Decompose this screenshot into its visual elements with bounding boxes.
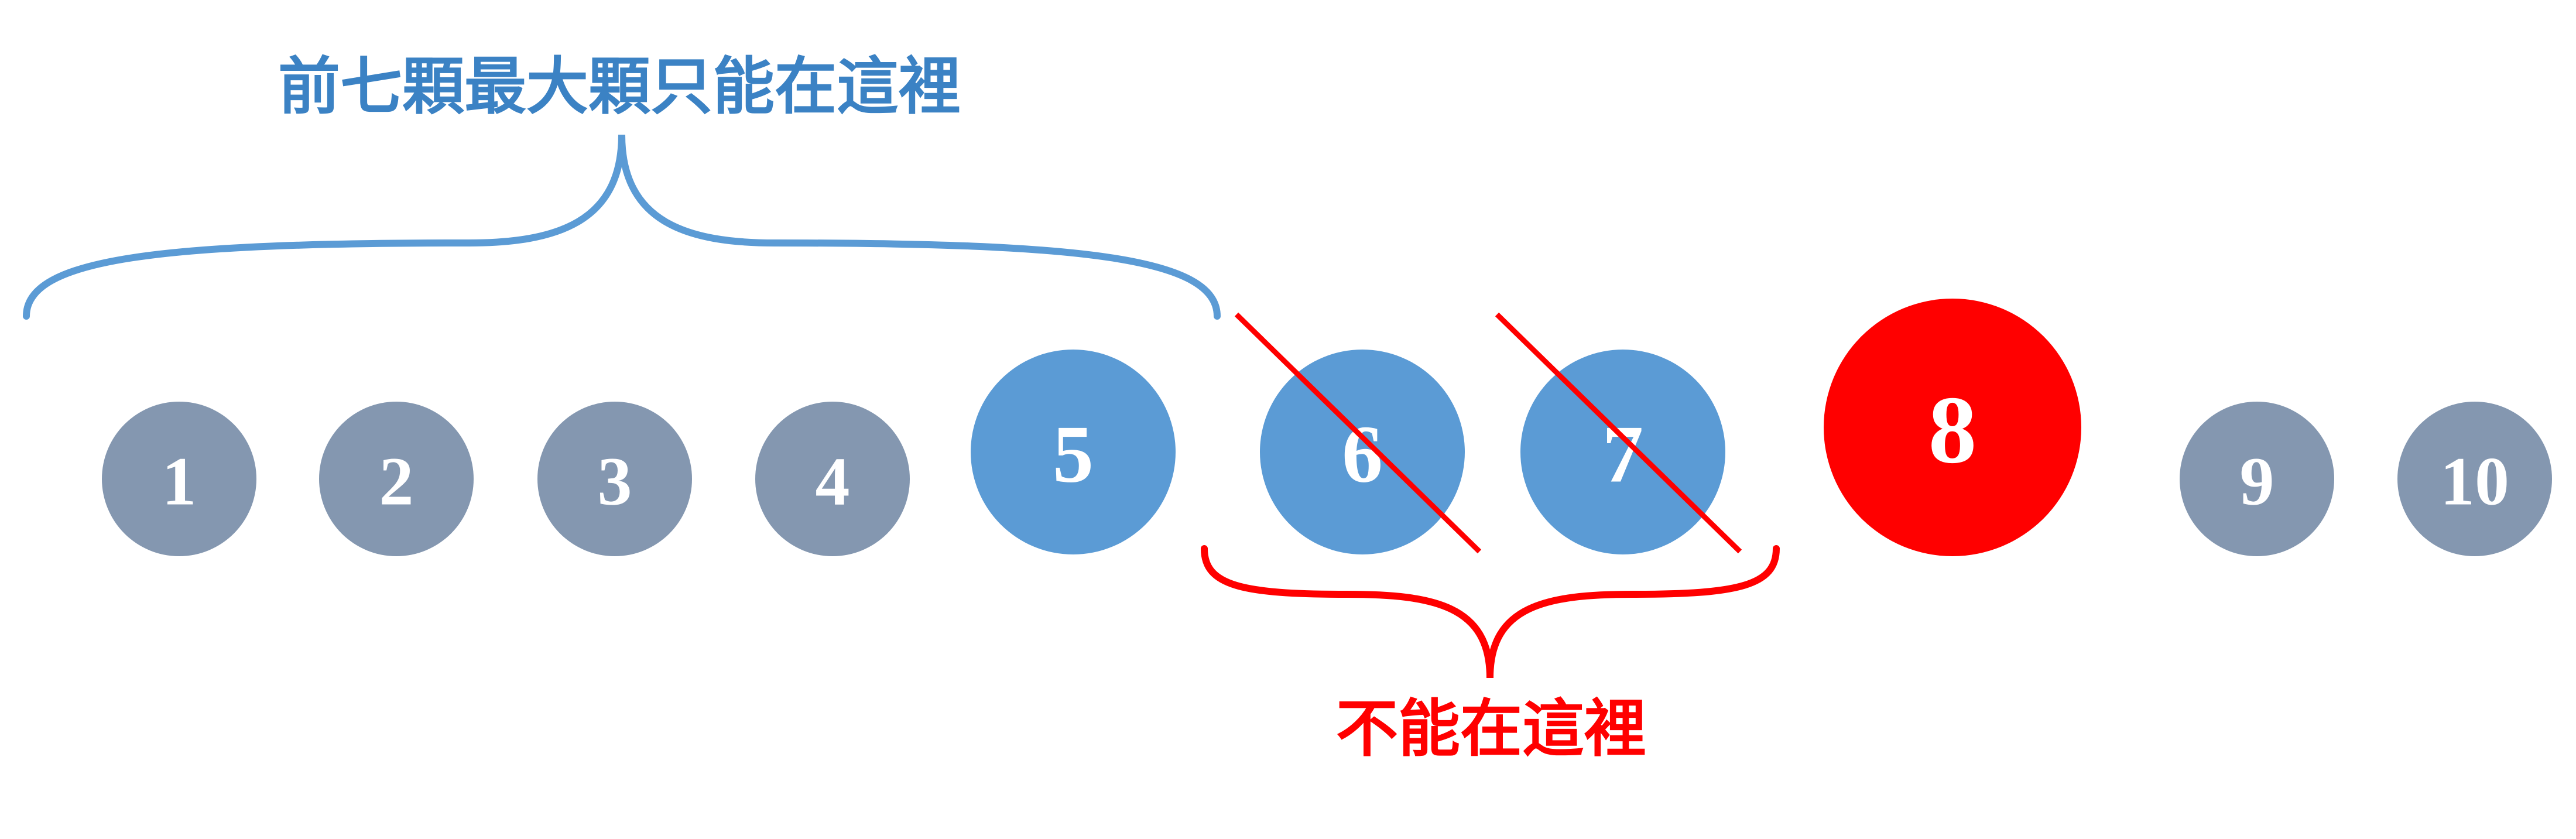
ball-1 xyxy=(102,402,256,556)
ball-9 xyxy=(2180,402,2334,556)
bottom-label: 不能在這裡 xyxy=(1336,693,1646,765)
ball-label-8: 8 xyxy=(1928,376,1977,484)
ball-10 xyxy=(2397,402,2552,556)
bottom-brace xyxy=(1201,545,1780,679)
cross-out-line-6 xyxy=(1234,312,1482,554)
top-brace xyxy=(23,134,1221,320)
ball-label-10: 10 xyxy=(2440,443,2509,520)
ball-5 xyxy=(971,350,1176,554)
cross-out-line-7 xyxy=(1495,312,1742,554)
ball-label-2: 2 xyxy=(379,443,414,520)
ball-8 xyxy=(1824,299,2081,556)
ball-4 xyxy=(755,402,910,556)
ball-label-9: 9 xyxy=(2240,443,2274,520)
ball-label-4: 4 xyxy=(816,443,850,520)
ball-label-1: 1 xyxy=(162,443,197,520)
ball-2 xyxy=(319,402,474,556)
ball-3 xyxy=(537,402,692,556)
ball-6 xyxy=(1260,350,1465,554)
top-label: 前七顆最大顆只能在這裡 xyxy=(278,51,961,123)
ball-7 xyxy=(1520,350,1725,554)
ball-label-5: 5 xyxy=(1053,409,1094,500)
ball-label-3: 3 xyxy=(598,443,632,520)
